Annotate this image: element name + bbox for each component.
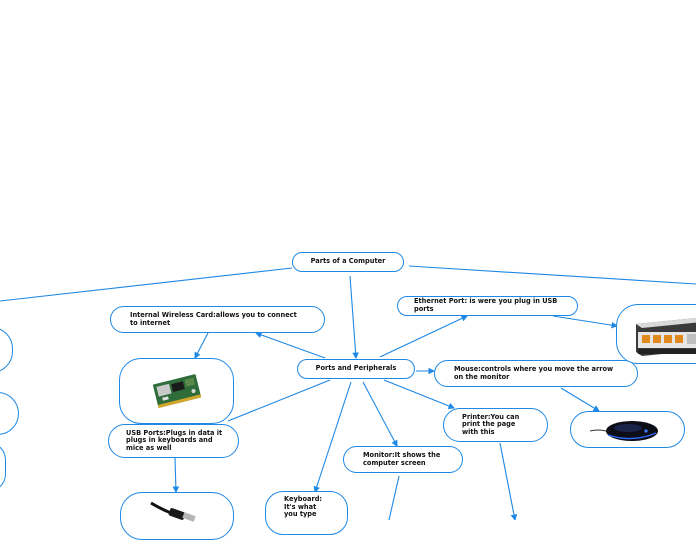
connector-root-hub bbox=[349, 275, 359, 360]
root-label: Parts of a Computer bbox=[310, 257, 386, 266]
connector-usb-image bbox=[172, 457, 180, 494]
connector-hub-keyboard bbox=[313, 381, 352, 494]
ethernet-label: Ethernet Port: is were you plug in USB p… bbox=[414, 297, 558, 313]
connector-root-right bbox=[408, 265, 696, 285]
monitor-label: Monitor:It shows the computer screen bbox=[363, 450, 441, 467]
connector-printer-child bbox=[499, 442, 518, 520]
keyboard-node[interactable]: Keyboard: It's what you type bbox=[265, 491, 348, 535]
connector-root-left bbox=[0, 267, 293, 302]
ethernet-router-photo-icon bbox=[636, 318, 696, 356]
connector-mouse-image bbox=[560, 387, 600, 412]
wireless-card-image-node[interactable] bbox=[119, 358, 234, 424]
connector-ethernet-image bbox=[552, 315, 619, 329]
connector-hub-printer bbox=[383, 379, 456, 410]
wireless-card-label: Internal Wireless Card:allows you to con… bbox=[130, 310, 297, 327]
mouse-image-node[interactable] bbox=[570, 411, 685, 448]
mouse-photo-icon bbox=[589, 420, 658, 441]
connector-monitor-child bbox=[388, 475, 400, 520]
monitor-node[interactable]: Monitor:It shows the computer screen bbox=[343, 446, 463, 473]
usb-node[interactable]: USB Ports:Plugs in data it plugs in keyb… bbox=[108, 424, 239, 458]
mouse-label: Mouse:controls where you move the arrow … bbox=[454, 364, 614, 381]
connector-hub-ethernet bbox=[379, 315, 468, 358]
router-image-node[interactable] bbox=[616, 304, 696, 364]
printer-node[interactable]: Printer:You can print the page with this bbox=[443, 408, 548, 442]
connector-hub-monitor bbox=[362, 381, 398, 447]
connector-wireless-image bbox=[194, 332, 209, 359]
usb-label: USB Ports:Plugs in data it plugs in keyb… bbox=[126, 428, 223, 452]
wireless-card-photo-icon bbox=[152, 374, 201, 408]
hub-node[interactable]: Ports and Peripherals bbox=[297, 359, 415, 379]
ethernet-node[interactable]: Ethernet Port: is were you plug in USB p… bbox=[397, 296, 578, 316]
usb-cable-image-node[interactable] bbox=[120, 492, 234, 540]
root-node[interactable]: Parts of a Computer bbox=[292, 252, 404, 272]
connector-hub-usb bbox=[227, 379, 331, 422]
printer-label: Printer:You can print the page with this bbox=[462, 412, 520, 436]
hub-label: Ports and Peripherals bbox=[315, 364, 397, 373]
keyboard-label: Keyboard: It's what you type bbox=[284, 495, 323, 519]
mouse-node[interactable]: Mouse:controls where you move the arrow … bbox=[434, 360, 638, 387]
wireless-card-node[interactable]: Internal Wireless Card:allows you to con… bbox=[110, 306, 325, 333]
connector-hub-wireless bbox=[254, 331, 326, 359]
usb-cable-photo-icon bbox=[150, 501, 196, 522]
connector-lines bbox=[0, 265, 696, 520]
